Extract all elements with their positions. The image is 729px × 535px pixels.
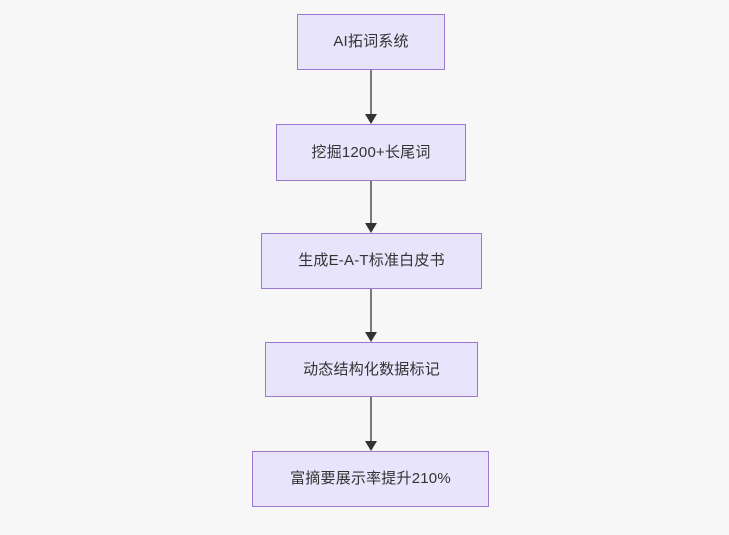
flow-node-dynamic-structured-data-markup[interactable]: 动态结构化数据标记 xyxy=(265,342,478,397)
flow-node-label: 动态结构化数据标记 xyxy=(303,360,440,378)
flow-node-label: AI拓词系统 xyxy=(333,33,409,50)
connector-arrow-4 xyxy=(365,397,377,451)
connector-arrow-1 xyxy=(365,70,377,124)
flow-node-label: 富摘要展示率提升210% xyxy=(290,470,451,487)
flow-node-generate-eat-whitepaper[interactable]: 生成E-A-T标准白皮书 xyxy=(261,233,482,289)
flow-node-mine-longtail-keywords[interactable]: 挖掘1200+长尾词 xyxy=(276,124,466,181)
flow-node-label: 挖掘1200+长尾词 xyxy=(311,143,431,161)
flow-node-label: 生成E-A-T标准白皮书 xyxy=(298,252,445,269)
flow-node-ai-keyword-system[interactable]: AI拓词系统 xyxy=(297,14,445,70)
connector-arrow-3 xyxy=(365,289,377,342)
flow-node-rich-snippet-impression-lift[interactable]: 富摘要展示率提升210% xyxy=(252,451,489,507)
connector-arrow-2 xyxy=(365,181,377,233)
